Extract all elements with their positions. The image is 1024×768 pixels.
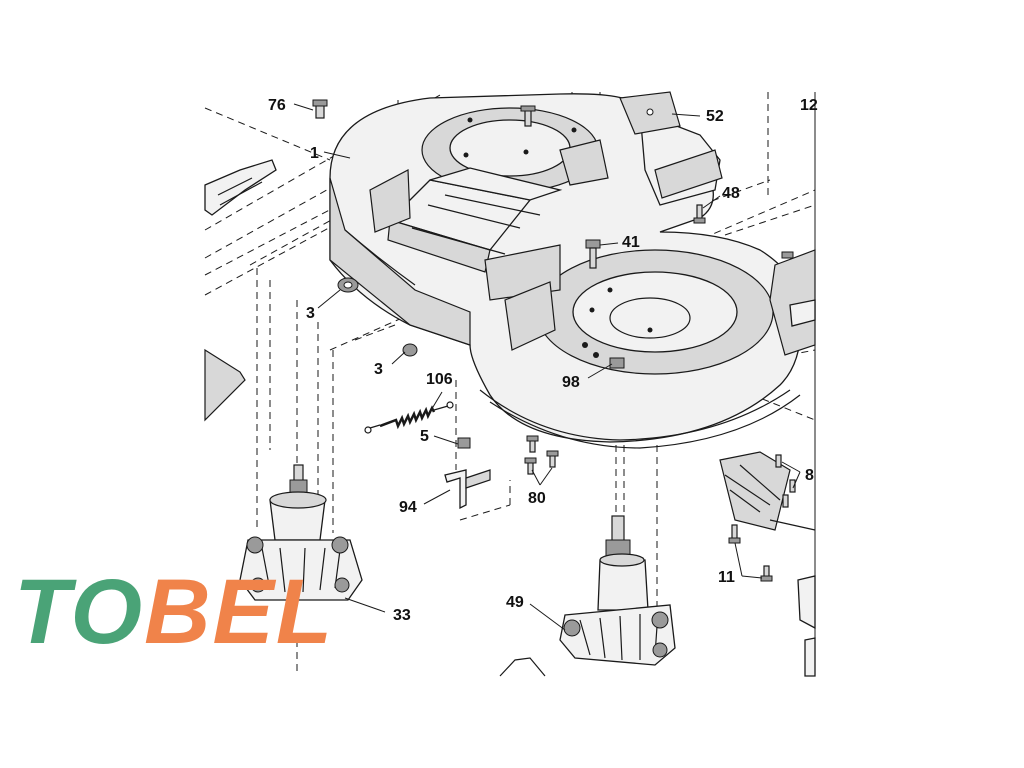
mower-deck — [329, 93, 802, 449]
callout-41: 41 — [622, 234, 640, 251]
callout-3-upper: 3 — [306, 305, 315, 322]
left-edge-brackets — [204, 159, 277, 422]
callout-80: 80 — [528, 490, 546, 507]
watermark-part-2: BEL — [144, 561, 334, 663]
callout-49: 49 — [506, 594, 524, 611]
watermark-logo: TOBEL — [14, 561, 334, 663]
spindle-assembly-49 — [559, 515, 676, 666]
spindle-assembly-33 — [239, 464, 363, 601]
callout-8: 8 — [805, 467, 814, 484]
watermark-part-1: TO — [14, 561, 144, 663]
callout-48: 48 — [722, 185, 740, 202]
callout-1: 1 — [310, 145, 319, 162]
callout-11: 11 — [718, 569, 735, 586]
callout-33: 33 — [393, 607, 411, 624]
callout-98: 98 — [562, 374, 580, 391]
svg-text:TOBEL: TOBEL — [14, 561, 334, 663]
callout-76: 76 — [268, 97, 286, 114]
callout-labels: 76 1 52 12 48 41 3 3 106 98 5 94 80 33 4… — [268, 97, 818, 624]
leader-lines — [293, 103, 801, 631]
hardware — [312, 91, 796, 582]
callout-52: 52 — [706, 108, 724, 125]
callout-5: 5 — [420, 428, 429, 445]
callout-94: 94 — [399, 499, 417, 516]
callout-12: 12 — [800, 97, 818, 114]
callout-106: 106 — [426, 371, 453, 388]
callout-3-lower: 3 — [374, 361, 383, 378]
right-edge-parts — [719, 249, 816, 677]
bottom-partial-part — [499, 657, 546, 677]
